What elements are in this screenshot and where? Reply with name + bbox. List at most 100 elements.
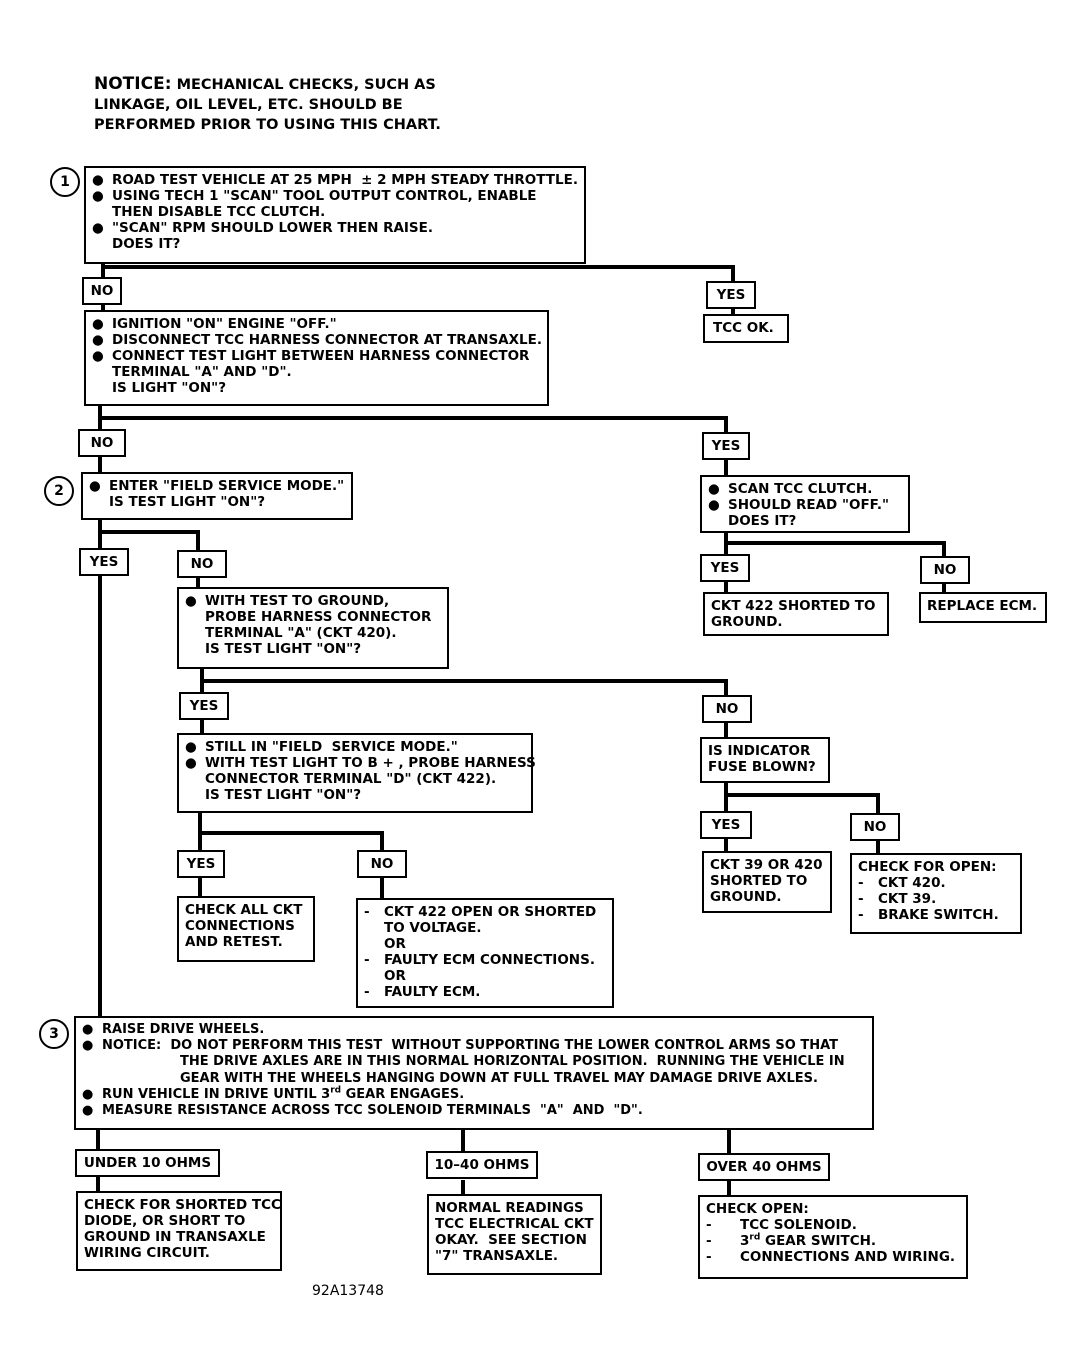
box-raise-drive-wheels: ●RAISE DRIVE WHEELS. ●NOTICE: DO NOT PER… [74, 1016, 874, 1130]
box-scan-tcc: ●SCAN TCC CLUTCH. ●SHOULD READ "OFF." DO… [700, 475, 910, 533]
step-3-marker: 3 [39, 1019, 69, 1049]
box-line: OR [384, 936, 406, 952]
label-yes: YES [177, 850, 225, 878]
connector-line [96, 1176, 100, 1192]
box-indicator-fuse: IS INDICATOR FUSE BLOWN? [700, 737, 830, 783]
box-line: DOES IT? [112, 236, 181, 252]
box-line: IGNITION "ON" ENGINE "OFF." [112, 316, 337, 332]
box-normal-readings: NORMAL READINGS TCC ELECTRICAL CKT OKAY.… [427, 1194, 602, 1275]
box-line: CKT 420. [878, 875, 946, 891]
connector-line [98, 576, 102, 1018]
connector-line [380, 878, 384, 898]
label-no: NO [357, 850, 407, 878]
box-line: IS TEST LIGHT "ON"? [205, 787, 362, 803]
connector-line [98, 530, 200, 534]
label-yes: YES [700, 554, 750, 582]
box-line: CONNECT TEST LIGHT BETWEEN HARNESS CONNE… [112, 348, 530, 364]
box-line: WITH TEST TO GROUND, [205, 593, 390, 609]
box-line: GROUND IN TRANSAXLE [84, 1229, 266, 1245]
notice-line: MECHANICAL CHECKS, SUCH AS [176, 77, 436, 93]
box-line: CONNECTOR TERMINAL "D" (CKT 422). [205, 771, 497, 787]
label-yes: YES [702, 432, 750, 460]
box-line: DO NOT PERFORM THIS TEST WITHOUT SUPPORT… [170, 1038, 838, 1054]
box-line: CKT 39. [878, 891, 937, 907]
box-line: THE DRIVE AXLES ARE IN THIS NORMAL HORIZ… [180, 1054, 845, 1070]
connector-line [461, 1180, 465, 1195]
label-yes: YES [79, 548, 129, 576]
box-ignition: ●IGNITION "ON" ENGINE "OFF." ●DISCONNECT… [84, 310, 549, 406]
notice-line: PERFORMED PRIOR TO USING THIS CHART. [94, 117, 441, 133]
box-line: IS TEST LIGHT "ON"? [205, 641, 362, 657]
box-line: AND RETEST. [185, 934, 283, 950]
connector-line [380, 831, 384, 851]
box-line: PROBE HARNESS CONNECTOR [205, 609, 432, 625]
box-line: TCC ELECTRICAL CKT [435, 1216, 594, 1232]
connector-line [98, 455, 102, 472]
label-no: NO [78, 429, 126, 457]
box-line: GROUND. [710, 889, 782, 905]
superscript: rd [330, 1085, 342, 1096]
box-line: GEAR SWITCH. [760, 1233, 877, 1249]
connector-line [101, 265, 735, 269]
connector-line [724, 793, 880, 797]
box-line: SHORTED TO [710, 873, 808, 889]
box-line: OR [384, 968, 406, 984]
box-ckt422-ground: CKT 422 SHORTED TO GROUND. [703, 592, 889, 636]
box-line: CKT 39 OR 420 [710, 857, 823, 873]
label-yes: YES [706, 281, 756, 309]
box-line: MEASURE RESISTANCE ACROSS TCC SOLENOID T… [102, 1103, 643, 1119]
step-2-marker: 2 [44, 476, 74, 506]
box-line: CHECK FOR OPEN: [858, 859, 997, 875]
connector-line [724, 679, 728, 695]
connector-line [101, 263, 105, 279]
notice-text: NOTICE: MECHANICAL CHECKS, SUCH AS LINKA… [94, 74, 441, 135]
box-line: DOES IT? [728, 513, 797, 529]
box-line: IS LIGHT "ON"? [112, 380, 227, 396]
box-line: GEAR ENGAGES. [341, 1086, 465, 1102]
box-line: GROUND. [711, 614, 783, 630]
label-under-10-ohms: UNDER 10 OHMS [75, 1149, 220, 1177]
box-line: FAULTY ECM CONNECTIONS. [384, 952, 595, 968]
connector-line [198, 831, 384, 835]
connector-line [196, 578, 200, 588]
box-line: TERMINAL "A" (CKT 420). [205, 625, 397, 641]
box-line: BRAKE SWITCH. [878, 907, 999, 923]
connector-line [200, 719, 204, 734]
box-line: IS INDICATOR [708, 743, 811, 759]
connector-line [724, 582, 728, 594]
box-field-service: ●ENTER "FIELD SERVICE MODE." IS TEST LIG… [81, 472, 353, 520]
box-line: THEN DISABLE TCC CLUTCH. [112, 204, 326, 220]
connector-line [731, 265, 735, 283]
connector-line [724, 460, 728, 476]
box-line: DISCONNECT TCC HARNESS CONNECTOR AT TRAN… [112, 332, 542, 348]
box-line: SHOULD READ "OFF." [728, 497, 890, 513]
superscript: rd [749, 1232, 761, 1243]
box-line: CKT 422 SHORTED TO [711, 598, 876, 614]
figure-id: 92A13748 [312, 1283, 384, 1299]
box-ckt422-open: -CKT 422 OPEN OR SHORTED TO VOLTAGE. OR … [356, 898, 614, 1008]
notice-line: LINKAGE, OIL LEVEL, ETC. SHOULD BE [94, 97, 403, 113]
box-line: CHECK FOR SHORTED TCC [84, 1197, 281, 1213]
label-no: NO [850, 813, 900, 841]
step-1-marker: 1 [50, 167, 80, 197]
box-check-open: CHECK OPEN: -TCC SOLENOID. -3rd GEAR SWI… [698, 1195, 968, 1279]
box-line: CHECK OPEN: [706, 1201, 809, 1217]
connector-line [727, 1128, 731, 1154]
box-line: CONNECTIONS [185, 918, 295, 934]
box-line: NOTICE: [102, 1038, 162, 1054]
connector-line [724, 838, 728, 852]
box-line: IS TEST LIGHT "ON"? [109, 494, 266, 510]
label-yes: YES [179, 692, 229, 720]
box-line: RUN VEHICLE IN DRIVE UNTIL 3 [102, 1086, 331, 1102]
box-line: "SCAN" RPM SHOULD LOWER THEN RAISE. [112, 220, 434, 236]
label-10-40-ohms: 10–40 OHMS [426, 1151, 538, 1179]
box-line: ENTER "FIELD SERVICE MODE." [109, 478, 345, 494]
box-line: STILL IN "FIELD SERVICE MODE." [205, 739, 458, 755]
box-line: FAULTY ECM. [384, 984, 481, 1000]
connector-line [731, 307, 735, 317]
box-still-field-service: ●STILL IN "FIELD SERVICE MODE." ●WITH TE… [177, 733, 536, 813]
box-line: TO VOLTAGE. [384, 920, 482, 936]
box-line: CKT 422 OPEN OR SHORTED [384, 904, 597, 920]
connector-line [198, 876, 202, 897]
